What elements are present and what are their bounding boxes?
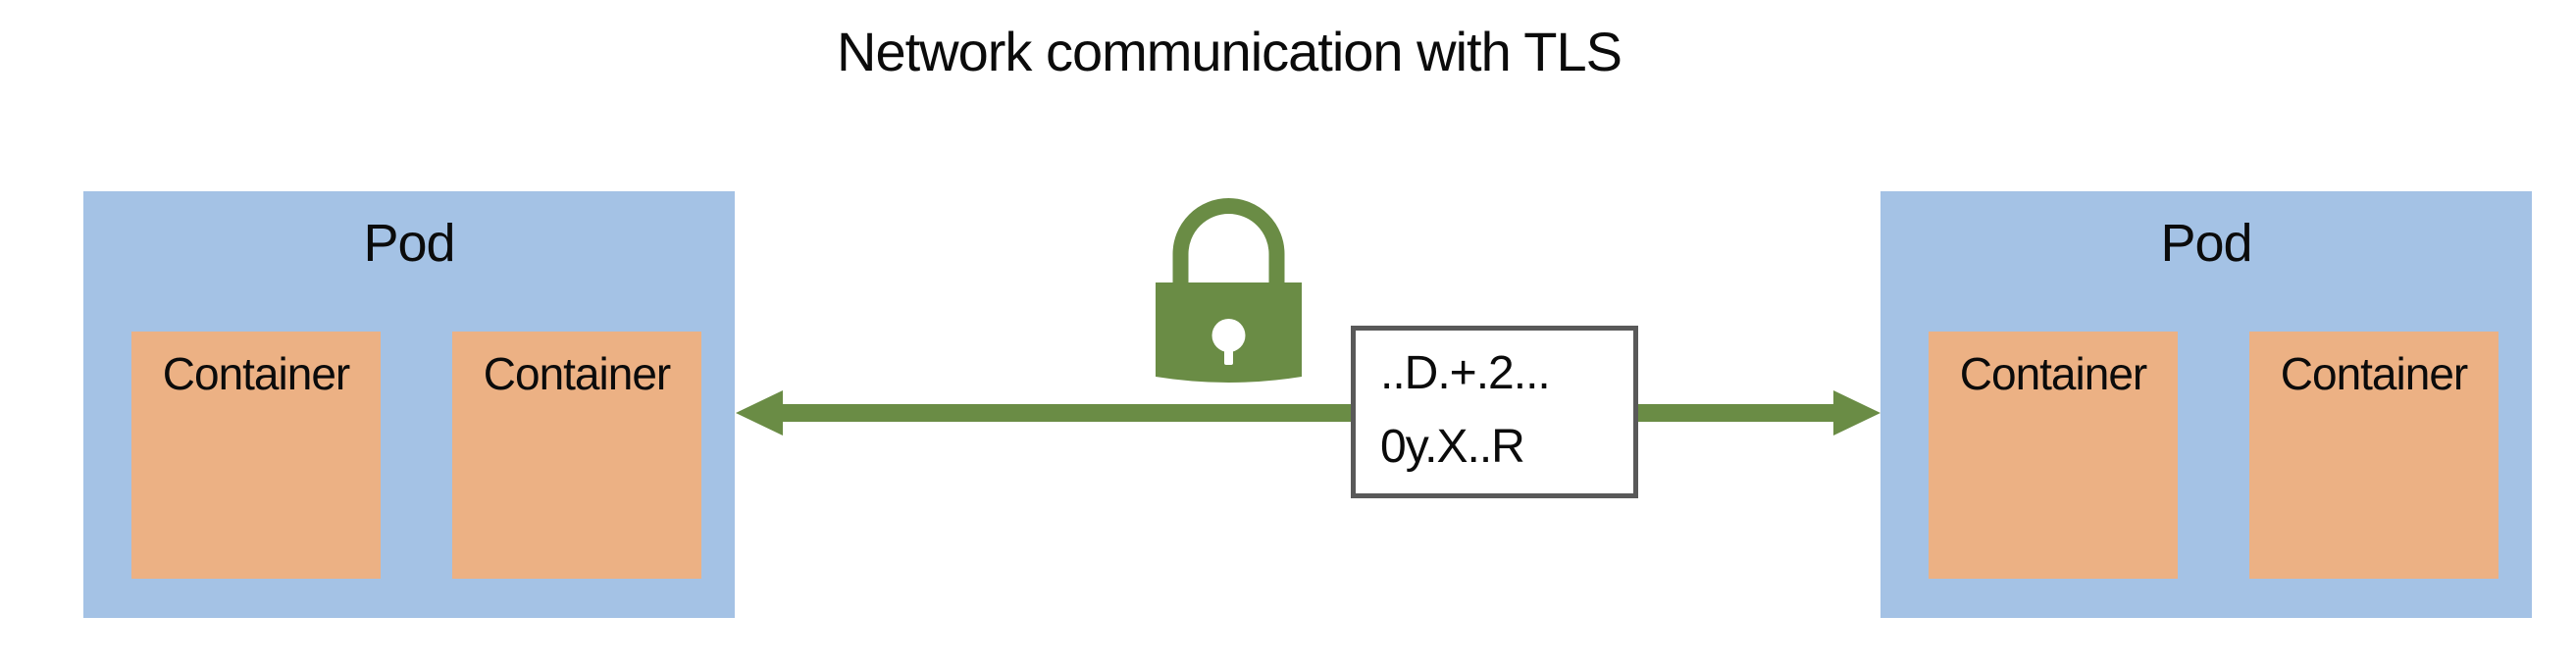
container-label: Container [483, 348, 671, 399]
diagram-title: Network communication with TLS [837, 21, 1623, 82]
container-box: Container [1929, 332, 2178, 579]
container-box: Container [452, 332, 701, 579]
container-label: Container [162, 348, 350, 399]
lock-icon [1156, 198, 1302, 383]
container-label: Container [2280, 348, 2468, 399]
pod-box-left: Pod Container Container [83, 191, 735, 618]
container-box: Container [2249, 332, 2499, 579]
ciphertext-line-1: ..D.+.2... [1380, 347, 1551, 399]
double-arrow-icon [736, 390, 1880, 436]
container-label: Container [1959, 348, 2147, 399]
pod-label: Pod [363, 214, 455, 273]
container-box: Container [131, 332, 381, 579]
ciphertext-box: ..D.+.2... 0y.X..R [1351, 326, 1638, 498]
pod-box-right: Pod Container Container [1880, 191, 2532, 618]
ciphertext-line-2: 0y.X..R [1380, 421, 1525, 473]
pod-label: Pod [2160, 214, 2252, 273]
